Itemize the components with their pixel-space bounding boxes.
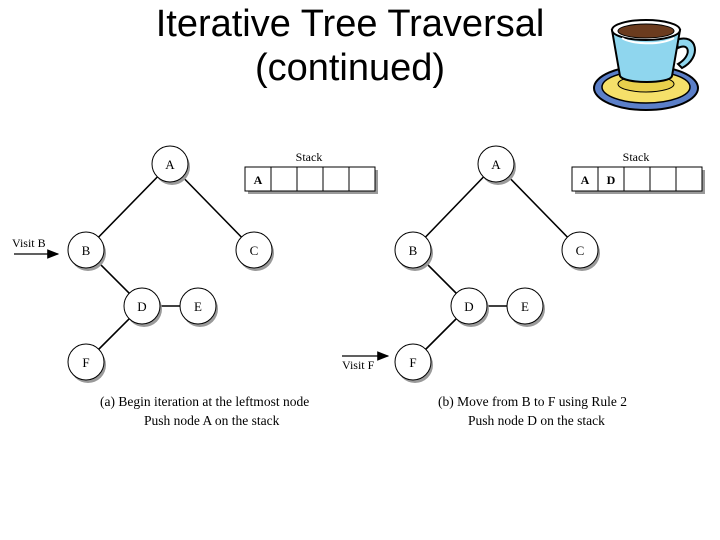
caption-b-line-1: (b) Move from B to F using Rule 2 (438, 394, 627, 409)
panel-a: A B C D E F Stack (12, 145, 378, 428)
node-b-f: F (394, 343, 433, 383)
node-b-b: B (394, 231, 433, 271)
tree-edges-a (85, 163, 255, 363)
node-label: C (250, 243, 259, 258)
node-b-c: C (561, 231, 600, 271)
caption-a-line-1: (a) Begin iteration at the leftmost node (100, 394, 309, 409)
node-label: E (194, 299, 202, 314)
title-line-1: Iterative Tree Traversal (155, 3, 545, 45)
tree-edges-b (412, 163, 581, 363)
slide-title: Iterative Tree Traversal (continued) (60, 2, 640, 90)
node-label: F (82, 355, 89, 370)
stack-b-slot-1: A (581, 173, 590, 187)
node-label: A (491, 157, 501, 172)
panel-b: A B C D E F Stack (342, 145, 705, 428)
stack-a (244, 166, 376, 192)
stack-label-a: Stack (296, 150, 323, 164)
node-a-b: B (67, 231, 106, 271)
node-label: A (165, 157, 175, 172)
stack-b-slot-2: D (607, 173, 616, 187)
caption-b-line-2: Push node D on the stack (468, 413, 605, 428)
title-line-2: (continued) (254, 47, 446, 89)
node-a-a: A (151, 145, 190, 185)
node-label: D (137, 299, 146, 314)
node-a-d: D (123, 287, 162, 327)
teacup-icon (593, 19, 699, 111)
node-label: B (409, 243, 418, 258)
visit-label-b: Visit F (342, 358, 375, 372)
node-label: E (521, 299, 529, 314)
node-b-d: D (450, 287, 489, 327)
node-label: D (464, 299, 473, 314)
node-a-e: E (179, 287, 218, 327)
node-a-c: C (235, 231, 274, 271)
stack-b (571, 166, 703, 192)
node-label: F (409, 355, 416, 370)
caption-a-line-2: Push node A on the stack (144, 413, 280, 428)
node-label: B (82, 243, 91, 258)
node-b-e: E (506, 287, 545, 327)
node-b-a: A (477, 145, 516, 185)
visit-label-a: Visit B (12, 236, 46, 250)
node-label: C (576, 243, 585, 258)
traversal-diagram: A B C D E F Stack (12, 145, 705, 428)
node-a-f: F (67, 343, 106, 383)
stack-a-slot-1: A (254, 173, 263, 187)
stack-label-b: Stack (623, 150, 650, 164)
